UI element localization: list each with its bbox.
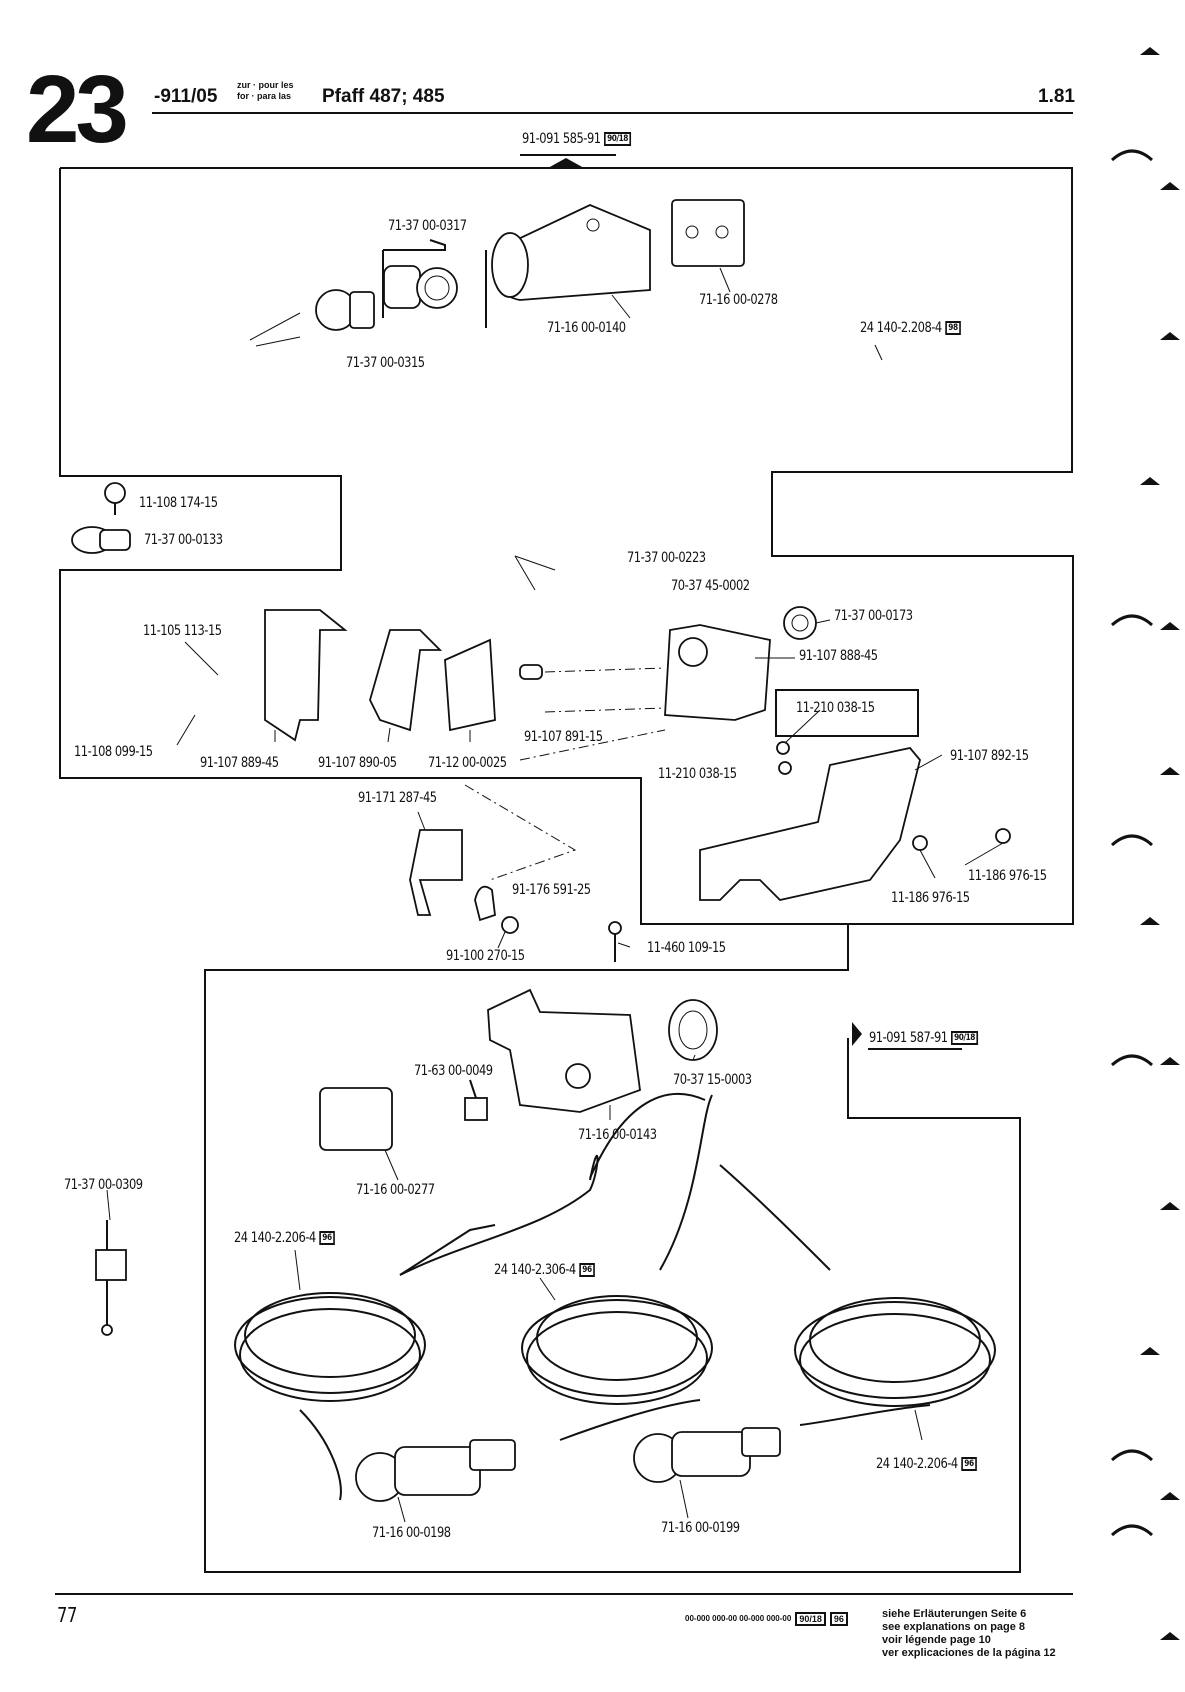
part-number: 24 140-2.206-4 (234, 1230, 316, 1246)
part-label: 11-105 113-15 (143, 623, 222, 639)
part-label: 91-107 889-45 (200, 755, 279, 771)
for-words-top: zur · pour les (237, 80, 294, 90)
part-label: 71-16 00-0198 (372, 1525, 451, 1541)
model-code: -911/05 (154, 86, 218, 107)
part-label: 11-210 038-15 (796, 700, 875, 716)
part-label: 70-37 45-0002 (671, 578, 750, 594)
part-label: 91-107 888-45 (799, 648, 878, 664)
part-label: 71-12 00-0025 (428, 755, 507, 771)
part-label: 71-37 00-0223 (627, 550, 706, 566)
legend-line-de: siehe Erläuterungen Seite 6 (882, 1608, 1027, 1620)
page-number: 77 (57, 1603, 77, 1627)
group-number: 23 (26, 56, 129, 163)
part-number: 24 140-2.206-4 (876, 1456, 958, 1472)
part-label: 71-16 00-0277 (356, 1182, 435, 1198)
machine-name: Pfaff 487; 485 (322, 86, 445, 107)
legend-codes: 00-000 000-00 00-000 000-00 (685, 1614, 792, 1624)
part-label: 11-108 099-15 (74, 744, 153, 760)
page-version: 1.81 (1038, 86, 1075, 107)
part-label: 91-107 890-05 (318, 755, 397, 771)
legend-text: siehe Erläuterungen Seite 6 see explanat… (882, 1608, 1056, 1660)
part-label: 71-37 00-0133 (144, 532, 223, 548)
part-label: 71-16 00-0199 (661, 1520, 740, 1536)
part-label: 91-100 270-15 (446, 948, 525, 964)
part-label: 71-37 00-0309 (64, 1177, 143, 1193)
part-label: 11-186 976-15 (891, 890, 970, 906)
part-label: 11-108 174-15 (139, 495, 218, 511)
version-badge: 96 (961, 1457, 977, 1471)
part-label: 11-460 109-15 (647, 940, 726, 956)
legend-line-es: ver explicaciones de la página 12 (882, 1647, 1056, 1659)
part-label: 11-186 976-15 (968, 868, 1047, 884)
top-reference-badge: 90/18 (603, 132, 632, 146)
for-words-bottom: for · para las (237, 91, 292, 101)
legend-badge-1: 90/18 (795, 1612, 826, 1626)
version-badge: 96 (319, 1231, 335, 1245)
version-badge: 96 (579, 1263, 595, 1277)
part-label: 70-37 15-0003 (673, 1072, 752, 1088)
part-label: 71-37 00-0315 (346, 355, 425, 371)
part-label: 71-37 00-0173 (834, 608, 913, 624)
part-label: 71-37 00-0317 (388, 218, 467, 234)
legend-badge-2: 96 (829, 1612, 848, 1626)
part-label: 71-16 00-0278 (699, 292, 778, 308)
side-reference-badge: 90/18 (950, 1031, 979, 1045)
part-label: 71-16 00-0143 (578, 1127, 657, 1143)
version-badge: 98 (945, 321, 961, 335)
part-label: 91-107 891-15 (524, 729, 603, 745)
part-label: 71-63 00-0049 (414, 1063, 493, 1079)
legend-line-fr: voir légende page 10 (882, 1634, 991, 1646)
part-label: 11-210 038-15 (658, 766, 737, 782)
legend-line-en: see explanations on page 8 (882, 1621, 1026, 1633)
part-label: 71-16 00-0140 (547, 320, 626, 336)
side-reference-number: 91-091 587-91 (869, 1030, 948, 1046)
part-number: 24 140-2.306-4 (494, 1262, 576, 1278)
part-label: 91-171 287-45 (358, 790, 437, 806)
part-label: 91-107 892-15 (950, 748, 1029, 764)
part-label: 91-176 591-25 (512, 882, 591, 898)
part-number: 24 140-2.208-4 (860, 320, 942, 336)
top-reference-number: 91-091 585-91 (522, 131, 601, 147)
